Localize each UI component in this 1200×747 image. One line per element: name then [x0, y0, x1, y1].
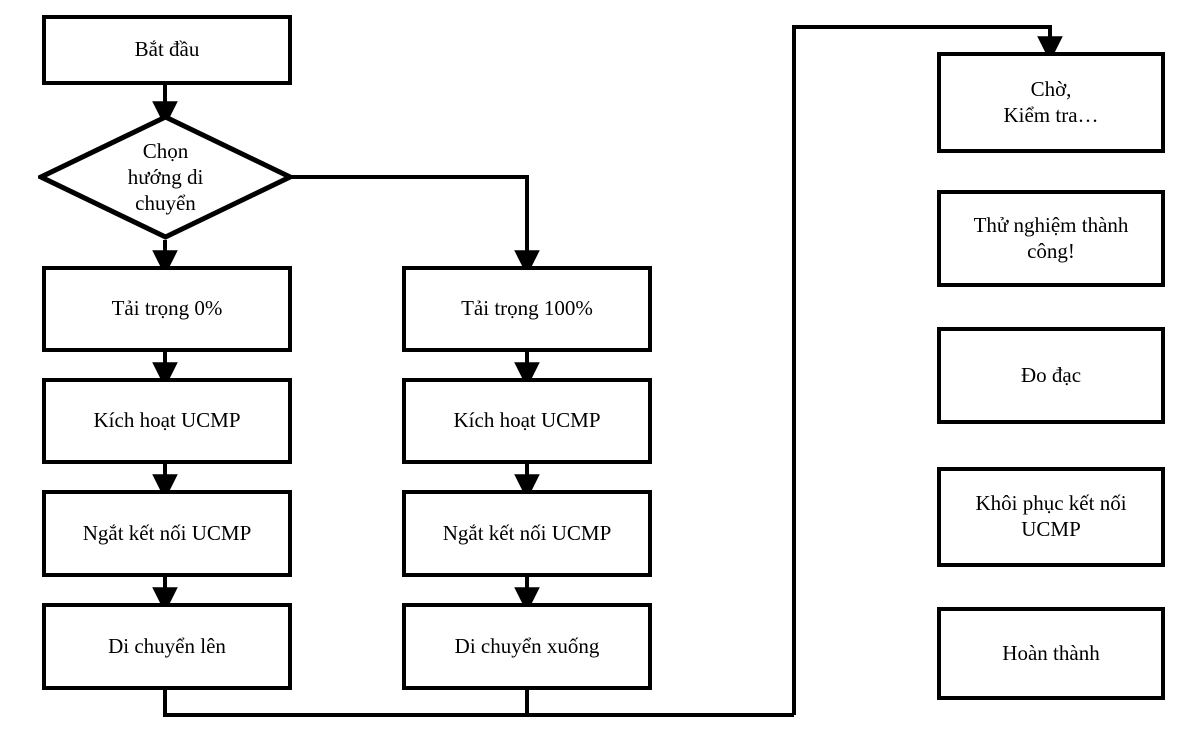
node-decision-direction[interactable]: Chọn hướng di chuyển [38, 114, 293, 240]
node-start[interactable]: Bắt đầu [42, 15, 292, 85]
node-middle-disconnect-ucmp-label: Ngắt kết nối UCMP [442, 520, 612, 545]
node-middle-activate-ucmp[interactable]: Kích hoạt UCMP [402, 378, 652, 464]
node-left-move-up-label: Di chuyển lên [108, 633, 226, 658]
edge-middle-bottom-return [525, 690, 794, 717]
node-right-complete-label: Hoàn thành [1002, 640, 1100, 665]
node-middle-activate-ucmp-label: Kích hoạt UCMP [453, 408, 601, 433]
node-right-complete[interactable]: Hoàn thành [937, 607, 1165, 700]
node-middle-move-down-label: Di chuyển xuống [454, 633, 600, 658]
node-middle-disconnect-ucmp[interactable]: Ngắt kết nối UCMP [402, 490, 652, 577]
node-left-disconnect-ucmp-label: Ngắt kết nối UCMP [82, 520, 252, 545]
node-middle-load-100-label: Tải trọng 100% [461, 296, 593, 321]
node-middle-move-down[interactable]: Di chuyển xuống [402, 603, 652, 690]
node-left-activate-ucmp[interactable]: Kích hoạt UCMP [42, 378, 292, 464]
node-right-restore-ucmp-label: Khôi phục kết nối UCMP [975, 491, 1127, 541]
decision-diamond-shape [38, 114, 293, 240]
edge-return-to-wait [792, 25, 1063, 715]
node-left-move-up[interactable]: Di chuyển lên [42, 603, 292, 690]
node-right-measure-label: Đo đạc [1020, 362, 1082, 387]
node-middle-load-100[interactable]: Tải trọng 100% [402, 266, 652, 352]
node-start-label: Bắt đầu [134, 37, 200, 62]
node-right-test-success[interactable]: Thử nghiệm thành công! [937, 190, 1165, 287]
node-decision-direction-label: Chọn hướng di chuyển [127, 138, 204, 216]
node-right-restore-ucmp[interactable]: Khôi phục kết nối UCMP [937, 467, 1165, 567]
edge-decision-to-middle-load [288, 175, 540, 276]
node-right-wait-check[interactable]: Chờ, Kiểm tra… [937, 52, 1165, 153]
node-right-test-success-label: Thử nghiệm thành công! [973, 212, 1129, 263]
node-right-wait-check-label: Chờ, Kiểm tra… [1003, 76, 1099, 127]
node-left-load-0-label: Tải trọng 0% [111, 296, 223, 321]
node-left-disconnect-ucmp[interactable]: Ngắt kết nối UCMP [42, 490, 292, 577]
node-left-activate-ucmp-label: Kích hoạt UCMP [93, 408, 241, 433]
edge-left-bottom-return [163, 690, 794, 717]
node-left-load-0[interactable]: Tải trọng 0% [42, 266, 292, 352]
node-right-measure[interactable]: Đo đạc [937, 327, 1165, 424]
